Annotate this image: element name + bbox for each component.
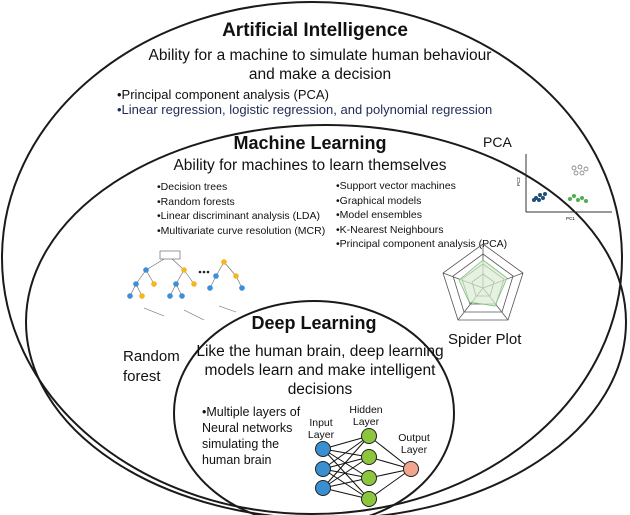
ml-bullet-knn: •K-Nearest Neighbours xyxy=(336,223,444,236)
output-layer-label-line1: Output xyxy=(398,432,430,444)
pca-point xyxy=(538,193,542,197)
pca-point xyxy=(579,170,585,176)
input-layer-label: Input Layer xyxy=(304,417,338,441)
pca-point xyxy=(577,164,583,170)
tree-node-yellow xyxy=(139,293,145,299)
tree-node-blue xyxy=(143,267,149,273)
pca-point xyxy=(537,198,541,202)
pca-point xyxy=(580,196,584,200)
ml-bullet-graphical-models: •Graphical models xyxy=(336,194,422,207)
tree-nodes xyxy=(127,259,245,299)
pca-point xyxy=(571,165,577,171)
tree-node-yellow xyxy=(151,281,157,287)
pca-point xyxy=(576,198,580,202)
pca-cluster-white xyxy=(571,164,589,176)
pca-cluster-green xyxy=(568,194,588,203)
ml-subtitle: Ability for machines to learn themselves xyxy=(173,157,447,174)
nn-nodes xyxy=(315,428,419,507)
pca-point xyxy=(532,198,536,202)
ml-bullets-right: •Support vector machines •Graphical mode… xyxy=(336,179,507,252)
pca-point xyxy=(543,192,547,196)
ml-bullet-random-forests: •Random forests xyxy=(157,195,235,208)
ml-bullet-pca: •Principal component analysis (PCA) xyxy=(336,238,508,250)
tree-node-blue xyxy=(127,293,133,299)
pca-point xyxy=(572,194,576,198)
dl-subtitle-line3: decisions xyxy=(287,381,353,398)
hidden-layer-label: Hidden Layer xyxy=(346,404,386,428)
ai-subtitle-line2: and make a decision xyxy=(248,66,392,83)
neural-network xyxy=(315,428,419,507)
input-layer-label-line1: Input xyxy=(309,417,333,429)
dl-bullet-text: •Multiple layers of Neural networks simu… xyxy=(202,404,300,468)
tree-node-blue xyxy=(167,293,173,299)
tree-node-yellow xyxy=(233,273,239,279)
ml-bullet-svm: •Support vector machines xyxy=(336,180,456,192)
tree-node-yellow xyxy=(181,267,187,273)
dl-bullet-line: •Multiple layers of xyxy=(202,405,301,419)
ml-bullets-left: •Decision trees •Random forests •Linear … xyxy=(157,180,325,238)
spider-plot xyxy=(442,243,524,321)
dl-subtitle-line1: Like the human brain, deep learning xyxy=(196,343,444,360)
dl-subtitle-line2: models learn and make intelligent xyxy=(204,362,436,379)
pca-x-axis-label: PC1 xyxy=(566,216,575,221)
pca-point xyxy=(541,196,545,200)
ai-bullet-1: •Principal component analysis (PCA) xyxy=(117,87,329,102)
ml-bullet-mcr: •Multivariate curve resolution (MCR) xyxy=(157,224,326,237)
ai-title: Artificial Intelligence xyxy=(222,20,408,41)
hidden-node xyxy=(361,449,377,465)
ml-ellipse xyxy=(25,124,627,515)
ml-bullet-lda: •Linear discriminant analysis (LDA) xyxy=(157,210,320,222)
tree-edges xyxy=(129,255,243,321)
tree-node-blue xyxy=(173,281,179,287)
random-forest-label-line2: forest xyxy=(123,368,161,385)
ml-bullet-decision-trees: •Decision trees xyxy=(157,181,228,193)
tree-root-box xyxy=(159,250,181,260)
ml-bullet-model-ensembles: •Model ensembles xyxy=(336,209,422,221)
input-node xyxy=(315,480,331,496)
tree-node-blue xyxy=(207,285,213,291)
pca-point xyxy=(584,199,588,203)
input-node xyxy=(315,441,331,457)
dl-title: Deep Learning xyxy=(251,313,377,333)
input-node xyxy=(315,461,331,477)
input-layer-label-line2: Layer xyxy=(307,429,335,441)
pca-cluster-dark xyxy=(532,192,547,202)
hidden-node xyxy=(361,491,377,507)
hidden-layer-label-line1: Hidden xyxy=(349,404,383,416)
nn-connections xyxy=(322,435,412,500)
spider-series-area xyxy=(458,259,508,307)
tree-node-yellow xyxy=(191,281,197,287)
tree-node-yellow xyxy=(221,259,227,265)
random-forest-label-line1: Random xyxy=(123,348,180,365)
output-layer-label: Output Layer xyxy=(394,432,434,456)
dl-bullet-line: simulating the xyxy=(202,437,280,451)
tree-ellipsis-dots xyxy=(198,270,210,274)
pca-y-axis-label: PC2 xyxy=(516,177,521,186)
hidden-node xyxy=(361,428,377,444)
dl-ellipse xyxy=(173,300,455,515)
tree-node-blue xyxy=(179,293,185,299)
tree-node-blue xyxy=(213,273,219,279)
dl-bullet-line: human brain xyxy=(202,453,272,467)
random-forest-illustration xyxy=(127,250,245,321)
tree-node-blue xyxy=(133,281,139,287)
tree-node-blue xyxy=(239,285,245,291)
output-layer-label-line2: Layer xyxy=(400,444,428,456)
pca-point xyxy=(573,170,579,176)
spider-plot-label: Spider Plot xyxy=(448,331,522,348)
ai-bullet-2: •Linear regression, logistic regression,… xyxy=(117,102,493,117)
hidden-layer-label-line2: Layer xyxy=(352,416,380,428)
hidden-node xyxy=(361,470,377,486)
pca-label: PCA xyxy=(483,134,512,150)
pca-scatter: PC2 PC1 xyxy=(516,154,612,221)
output-node xyxy=(403,461,419,477)
ai-subtitle-line1: Ability for a machine to simulate human … xyxy=(148,47,492,64)
pca-point xyxy=(583,166,589,172)
ml-title: Machine Learning xyxy=(233,133,387,153)
dl-bullet-line: Neural networks xyxy=(202,421,293,435)
pca-point xyxy=(568,197,572,201)
